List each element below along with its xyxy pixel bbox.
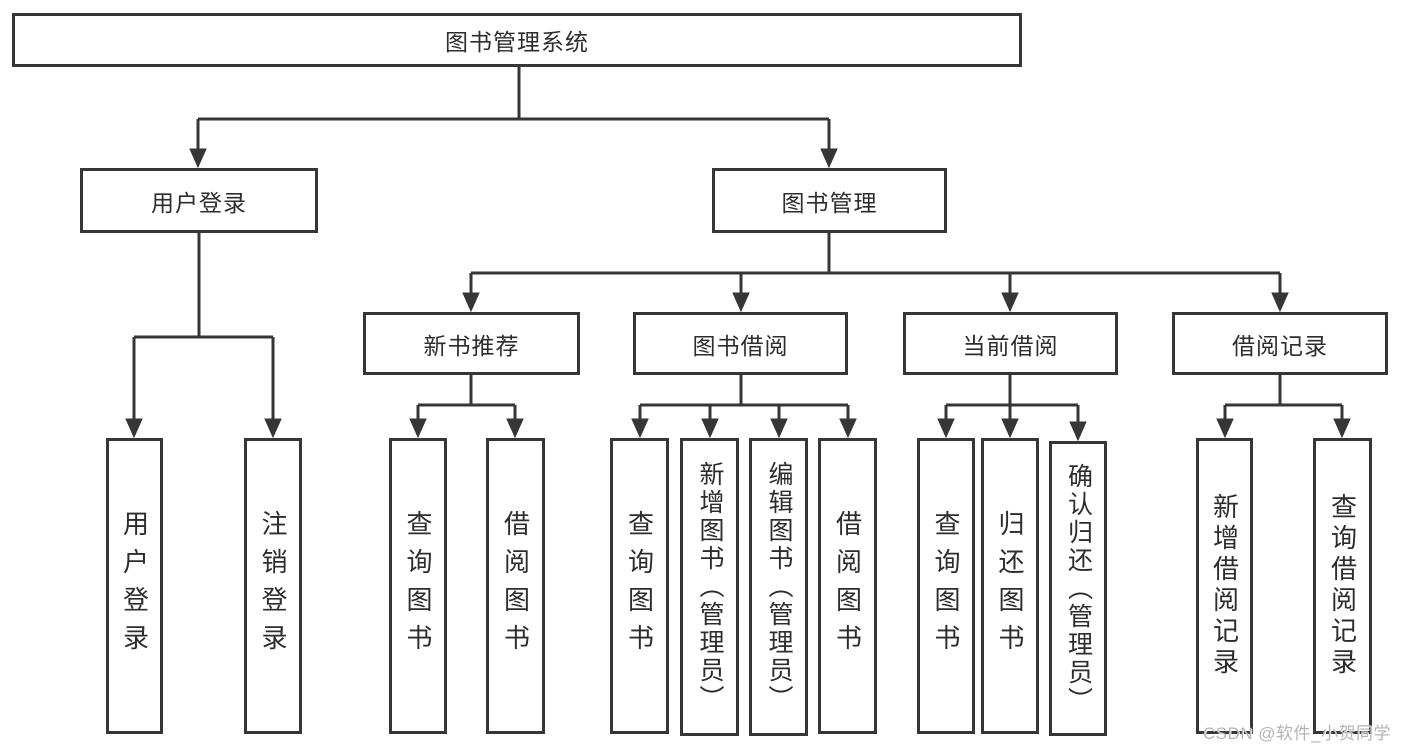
node-label: 新增借阅记录 <box>1209 493 1240 679</box>
node-label: 查询图书 <box>931 510 961 662</box>
leaf-borrow-add-books-admin: 新增图书（管理员） <box>680 438 739 736</box>
leaf-records-query-record: 查询借阅记录 <box>1313 438 1372 734</box>
node-root-library-system: 图书管理系统 <box>12 13 1022 67</box>
node-label: 查询借阅记录 <box>1327 493 1358 679</box>
leaf-current-confirm-return-admin: 确认归还（管理员） <box>1049 441 1107 736</box>
node-user-login: 用户登录 <box>80 168 318 233</box>
node-label: 查询图书 <box>403 510 433 662</box>
node-label: 编辑图书（管理员） <box>765 461 793 713</box>
leaf-borrow-borrow-books: 借阅图书 <box>818 438 877 734</box>
leaf-user-login: 用户登录 <box>106 438 163 734</box>
connector-root-to-level2 <box>189 67 838 169</box>
node-label: 借阅图书 <box>500 510 531 662</box>
node-borrowing-records: 借阅记录 <box>1172 312 1388 375</box>
leaf-borrow-edit-books-admin: 编辑图书（管理员） <box>749 438 808 736</box>
node-label: 用户登录 <box>151 189 247 216</box>
node-label: 图书管理系统 <box>445 29 589 55</box>
node-label: 借阅图书 <box>832 510 863 662</box>
connector-current-to-leaves <box>937 375 1087 442</box>
node-label: 确认归还（管理员） <box>1064 462 1093 715</box>
node-label: 图书管理 <box>781 189 878 216</box>
node-current-borrowing: 当前借阅 <box>903 312 1118 375</box>
connector-recommend-to-leaves <box>409 375 524 439</box>
node-new-book-recommendation: 新书推荐 <box>363 312 580 375</box>
node-label: 借阅记录 <box>1232 332 1328 359</box>
node-label: 用户登录 <box>119 510 150 662</box>
node-label: 归还图书 <box>995 510 1025 662</box>
leaf-current-return-books: 归还图书 <box>981 438 1039 734</box>
node-label: 查询图书 <box>624 510 655 662</box>
node-label: 新书推荐 <box>423 332 520 359</box>
node-label: 注销登录 <box>258 510 288 662</box>
connector-userlogin-to-leaves <box>125 233 282 439</box>
node-book-management: 图书管理 <box>712 168 947 233</box>
node-label: 图书借阅 <box>692 332 789 359</box>
node-label: 新增图书（管理员） <box>696 461 724 713</box>
node-book-borrowing: 图书借阅 <box>633 312 848 375</box>
leaf-records-add-record: 新增借阅记录 <box>1196 438 1253 734</box>
leaf-recommend-borrow-books: 借阅图书 <box>486 438 545 734</box>
connector-bookmgmt-to-level3 <box>462 233 1289 313</box>
leaf-borrow-query-books: 查询图书 <box>610 438 669 734</box>
leaf-logout: 注销登录 <box>244 438 302 734</box>
csdn-watermark: CSDN @软件_小贺同学 <box>1202 724 1391 743</box>
leaf-current-query-books: 查询图书 <box>917 438 975 734</box>
connector-borrow-to-leaves <box>631 375 857 439</box>
node-label: 当前借阅 <box>962 332 1059 359</box>
leaf-recommend-query-books: 查询图书 <box>389 438 447 734</box>
connector-records-to-leaves <box>1216 375 1351 439</box>
